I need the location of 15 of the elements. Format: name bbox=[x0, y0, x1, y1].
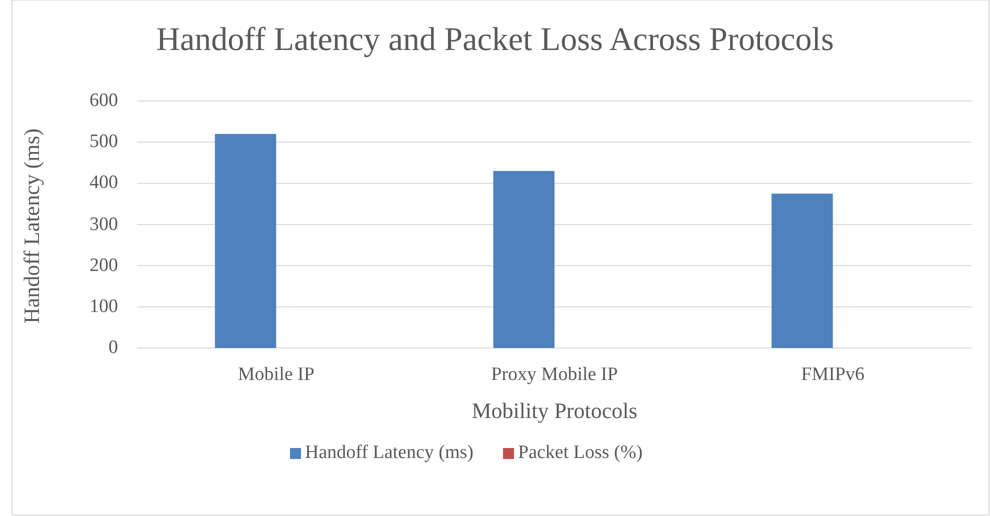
chart-title: Handoff Latency and Packet Loss Across Protocols bbox=[155, 22, 835, 59]
tick-label: 200 bbox=[90, 254, 118, 277]
category-label: Proxy Mobile IP bbox=[490, 364, 619, 386]
category-label: Mobile IP bbox=[236, 364, 316, 386]
tick-label: 400 bbox=[90, 172, 118, 194]
tick-label: 500 bbox=[90, 131, 118, 154]
tick-label: 100 bbox=[90, 296, 118, 318]
axis-title: Handoff Latency (ms) bbox=[19, 127, 45, 326]
tick-label: 0 bbox=[108, 337, 118, 359]
legend-label: Handoff Latency (ms) bbox=[305, 442, 474, 464]
tick-label: 600 bbox=[90, 90, 118, 112]
legend-label: Packet Loss (%) bbox=[518, 442, 643, 464]
axis-title: Mobility Protocols bbox=[470, 398, 638, 424]
category-label: FMIPv6 bbox=[800, 364, 866, 386]
tick-label: 300 bbox=[90, 214, 118, 236]
